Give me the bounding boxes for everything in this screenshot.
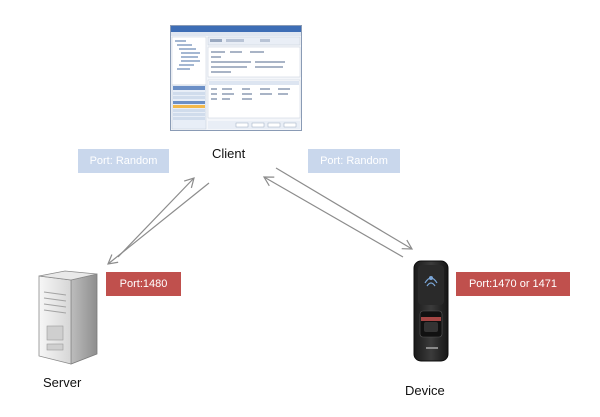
client-window-image <box>170 25 302 131</box>
fingerprint-reader-icon <box>413 260 449 362</box>
port-server: Port:1480 <box>106 272 181 296</box>
arrow-server-to-client <box>117 177 195 258</box>
port-device: Port:1470 or 1471 <box>456 272 570 296</box>
port-client-device: Port: Random <box>308 149 400 173</box>
server-label: Server <box>43 375 82 390</box>
server-icon <box>38 270 98 365</box>
arrow-client-to-device <box>275 167 414 250</box>
client-label: Client <box>212 146 246 161</box>
arrow-device-to-client <box>262 176 404 258</box>
port-client-server: Port: Random <box>78 149 169 173</box>
device-label: Device <box>405 383 445 398</box>
